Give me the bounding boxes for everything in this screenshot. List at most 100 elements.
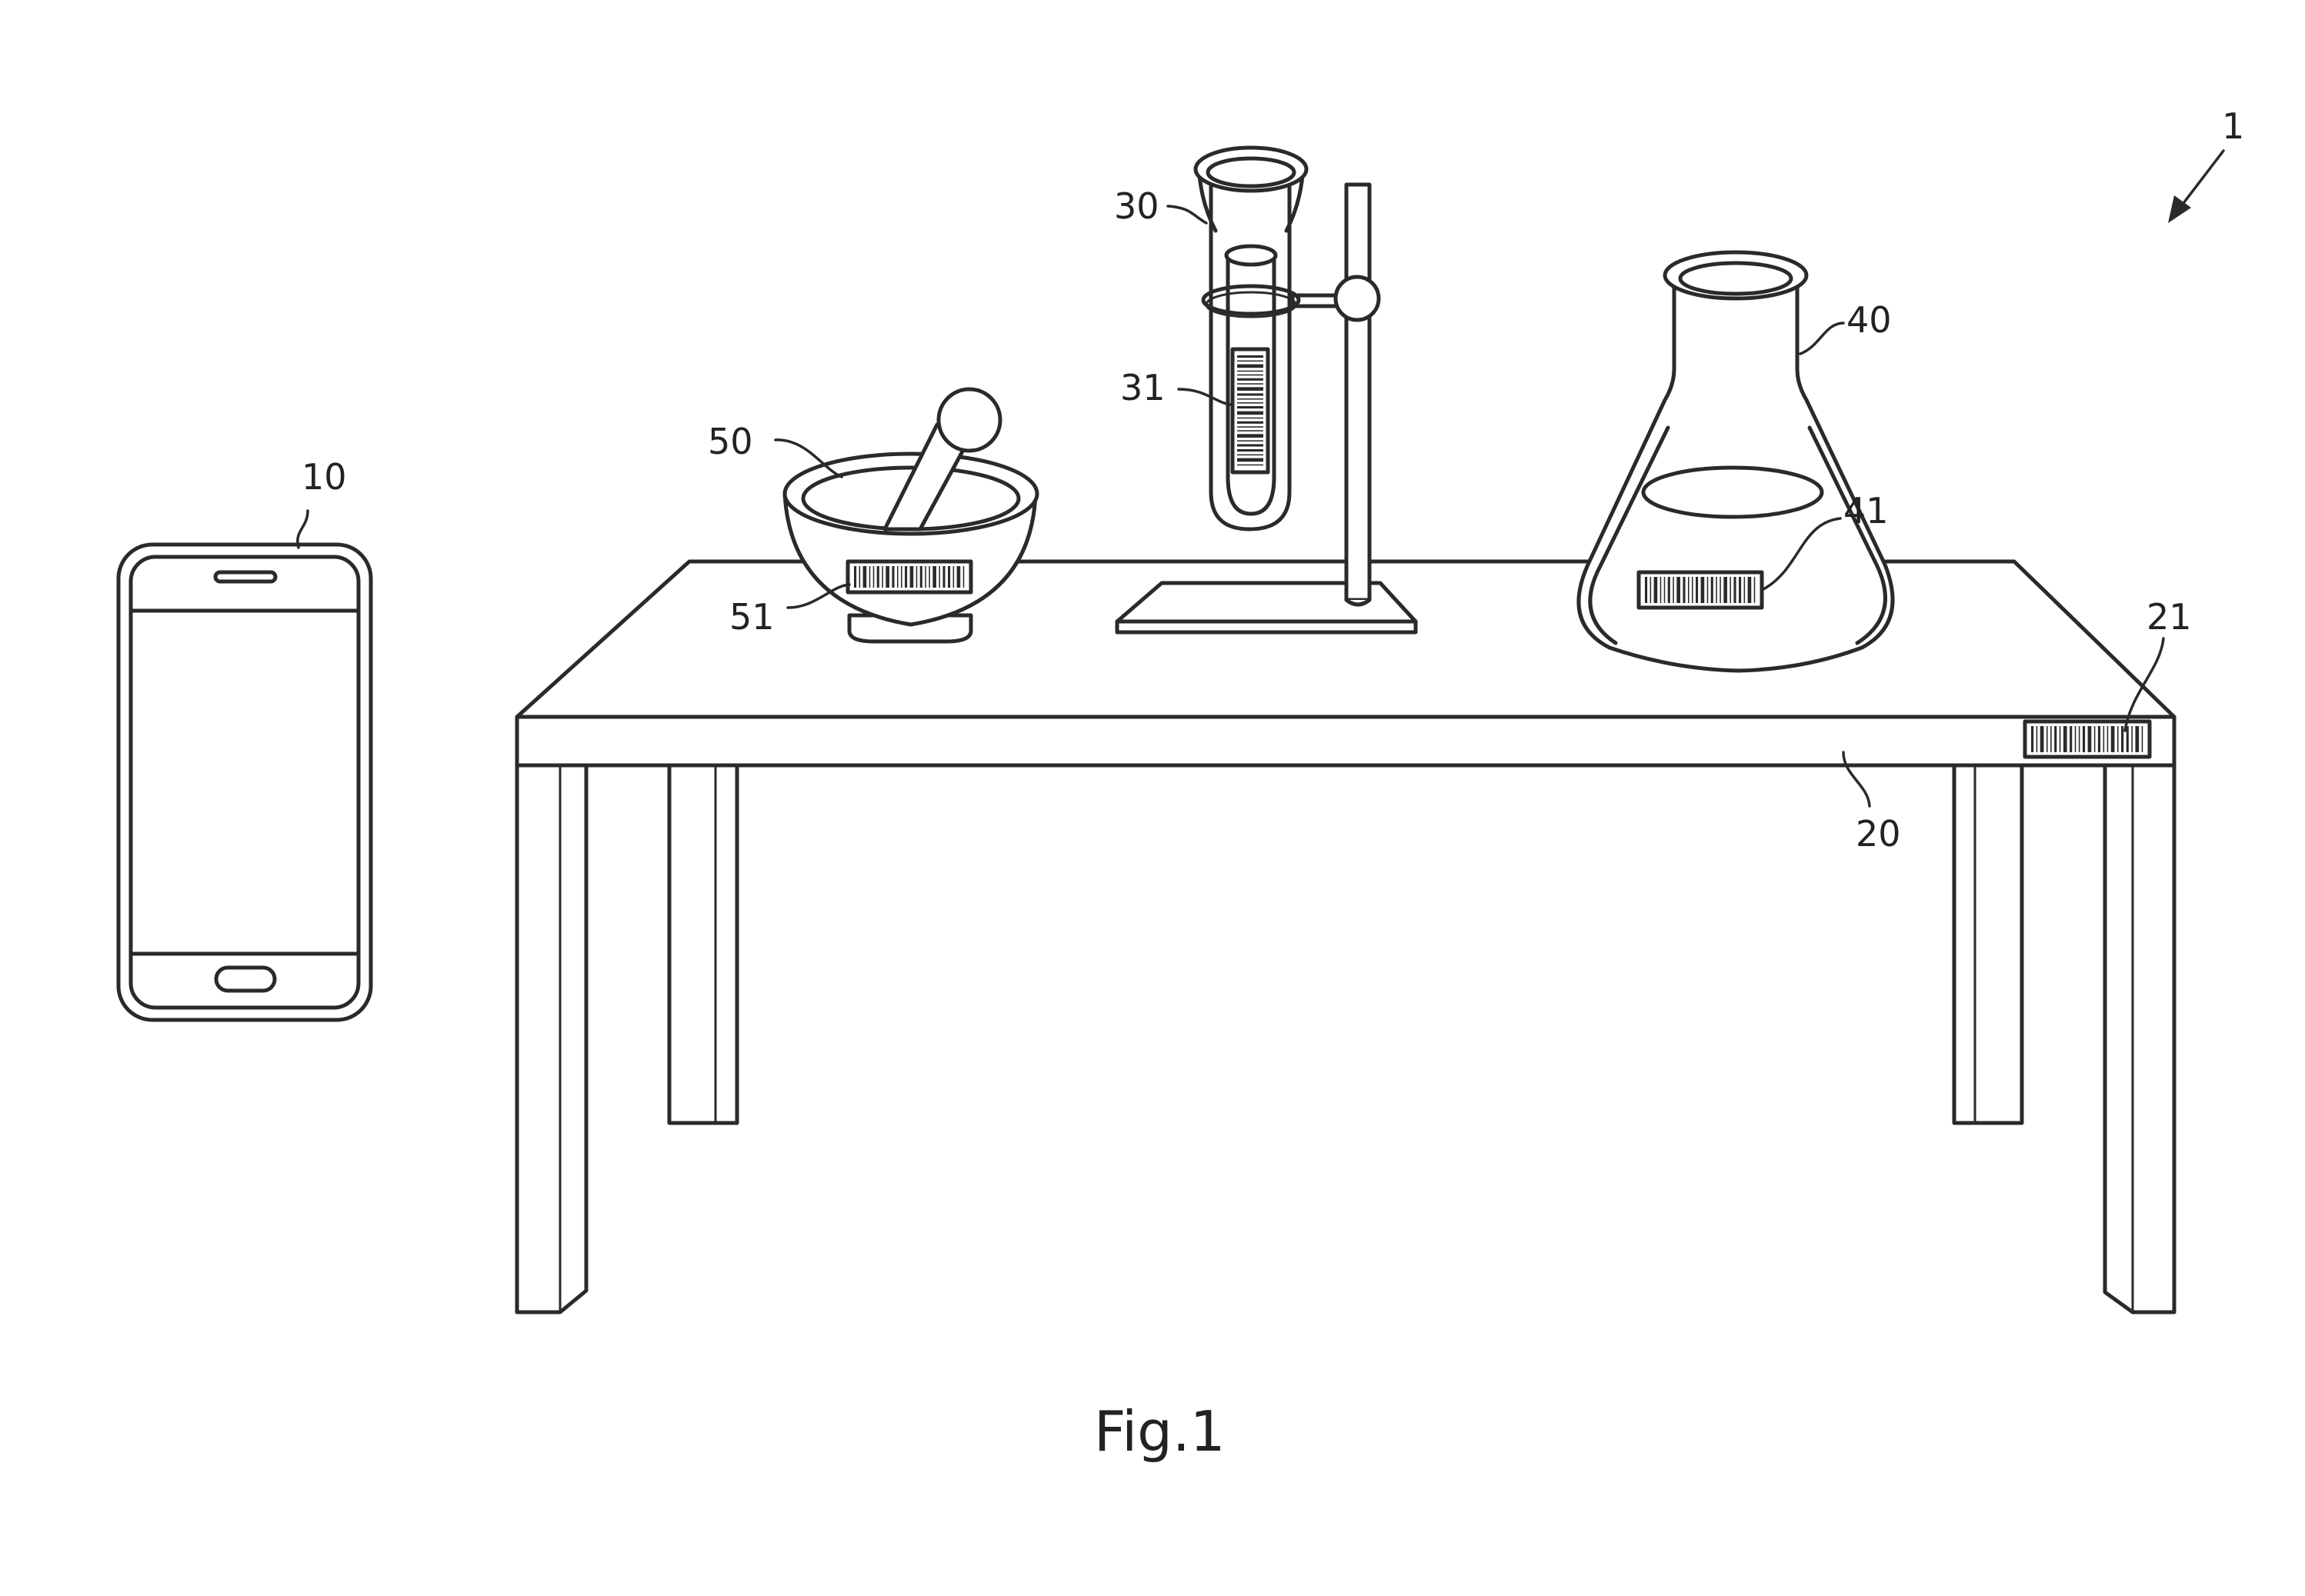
barcode-stripe	[1753, 577, 1756, 603]
ref-numeral-20: 20	[1856, 813, 1901, 855]
figure-caption: Fig.1	[1094, 1399, 1226, 1464]
barcode-stripe	[1237, 430, 1263, 431]
barcode-stripe	[962, 566, 965, 588]
barcode-stripe	[2078, 726, 2080, 752]
barcode-stripe	[2050, 726, 2052, 752]
ref-numeral-40: 40	[1846, 299, 1892, 341]
barcode-stripe	[1720, 577, 1721, 603]
barcode-stripe	[2121, 726, 2124, 752]
barcode-stripe	[2093, 726, 2096, 752]
barcode-stripe	[1739, 577, 1742, 603]
phone-speaker	[213, 570, 278, 584]
barcode-stripe	[1237, 444, 1263, 447]
barcode-stripe	[2103, 726, 2105, 752]
barcode-stripe	[1733, 577, 1736, 603]
barcode-stripe	[2082, 726, 2086, 752]
barcode-stripe	[1237, 360, 1263, 362]
ref-numeral-1: 1	[2222, 105, 2244, 147]
barcode-stripe	[2063, 726, 2067, 752]
barcode-stripe	[919, 566, 922, 588]
ref-numeral-21: 21	[2147, 596, 2192, 638]
ref-numeral-10: 10	[302, 456, 347, 498]
table-barcode	[2023, 719, 2152, 759]
ref-numeral-41: 41	[1843, 490, 1889, 531]
mobile-device	[116, 542, 373, 1022]
system-reference-arrow	[2168, 149, 2225, 223]
barcode-stripe	[2087, 726, 2092, 752]
barcode-stripe	[925, 566, 926, 588]
test-tube-stand	[1115, 182, 1418, 635]
barcode-stripe	[956, 566, 961, 588]
barcode-stripe	[1237, 426, 1263, 428]
barcode-stripe	[1692, 577, 1693, 603]
ref-numeral-31: 31	[1120, 367, 1166, 408]
barcode-stripe	[1700, 577, 1705, 603]
barcode-stripe	[1696, 577, 1699, 603]
barcode-stripe	[882, 566, 883, 588]
barcode-stripe	[1237, 378, 1263, 381]
barcode-stripe	[1237, 398, 1263, 400]
barcode-stripe	[869, 566, 871, 588]
barcode-stripe	[2126, 726, 2129, 752]
barcode-stripe	[1237, 454, 1263, 456]
barcode-stripe	[1237, 393, 1263, 396]
barcode-stripe	[905, 566, 908, 588]
barcode-stripe	[1237, 449, 1263, 452]
barcode-stripe	[939, 566, 940, 588]
barcode-stripe	[909, 566, 914, 588]
barcode-stripe	[916, 566, 918, 588]
test-tube-barcode	[1230, 347, 1270, 475]
barcode-stripe	[1683, 577, 1686, 603]
flask-barcode	[1636, 570, 1764, 610]
barcode-stripe	[1237, 355, 1263, 358]
barcode-stripe	[2117, 726, 2119, 752]
barcode-stripe	[2040, 726, 2044, 752]
barcode-stripe	[2031, 726, 2034, 752]
barcode-stripe	[1237, 434, 1263, 438]
mortar-barcode	[846, 559, 973, 595]
barcode-stripe	[1673, 577, 1674, 603]
barcode-stripe	[1237, 440, 1263, 441]
barcode-stripe	[1237, 383, 1263, 385]
ref-numeral-30: 30	[1114, 185, 1159, 227]
barcode-stripe	[948, 566, 951, 588]
ref-numeral-50: 50	[708, 421, 753, 462]
barcode-stripe	[1687, 577, 1690, 603]
barcode-stripe	[901, 566, 902, 588]
barcode-stripe	[1660, 577, 1662, 603]
barcode-stripe	[2046, 726, 2048, 752]
barcode-stripe	[1706, 577, 1709, 603]
barcode-stripe	[1237, 464, 1263, 466]
barcode-stripe	[2070, 726, 2073, 752]
barcode-stripe	[1237, 406, 1263, 409]
barcode-stripe	[2054, 726, 2057, 752]
barcode-stripe	[952, 566, 955, 588]
barcode-stripe	[854, 566, 857, 588]
erlenmeyer-flask	[1576, 250, 1895, 673]
table-apron	[515, 715, 2177, 768]
barcode-stripe	[1716, 577, 1717, 603]
barcode-stripe	[932, 566, 936, 588]
barcode-stripe	[1743, 577, 1746, 603]
barcode-stripe	[2107, 726, 2109, 752]
ref-numeral-51: 51	[729, 596, 775, 638]
barcode-stripe	[1723, 577, 1727, 603]
barcode-stripe	[859, 566, 861, 588]
barcode-stripe	[1237, 411, 1263, 415]
barcode-stripe	[876, 566, 879, 588]
barcode-stripe	[1237, 402, 1263, 404]
barcode-stripe	[1667, 577, 1670, 603]
barcode-stripe	[1237, 421, 1263, 424]
barcode-stripe	[1237, 374, 1263, 376]
barcode-stripe	[2059, 726, 2061, 752]
barcode-stripe	[1747, 577, 1752, 603]
barcode-stripe	[2141, 726, 2143, 752]
barcode-stripe	[1237, 370, 1263, 372]
barcode-stripe	[1710, 577, 1713, 603]
phone-home-button	[214, 965, 277, 993]
phone-screen	[128, 608, 361, 956]
barcode-stripe	[1645, 577, 1648, 603]
barcode-stripe	[2074, 726, 2077, 752]
barcode-stripe	[2036, 726, 2038, 752]
barcode-stripe	[1237, 417, 1263, 419]
